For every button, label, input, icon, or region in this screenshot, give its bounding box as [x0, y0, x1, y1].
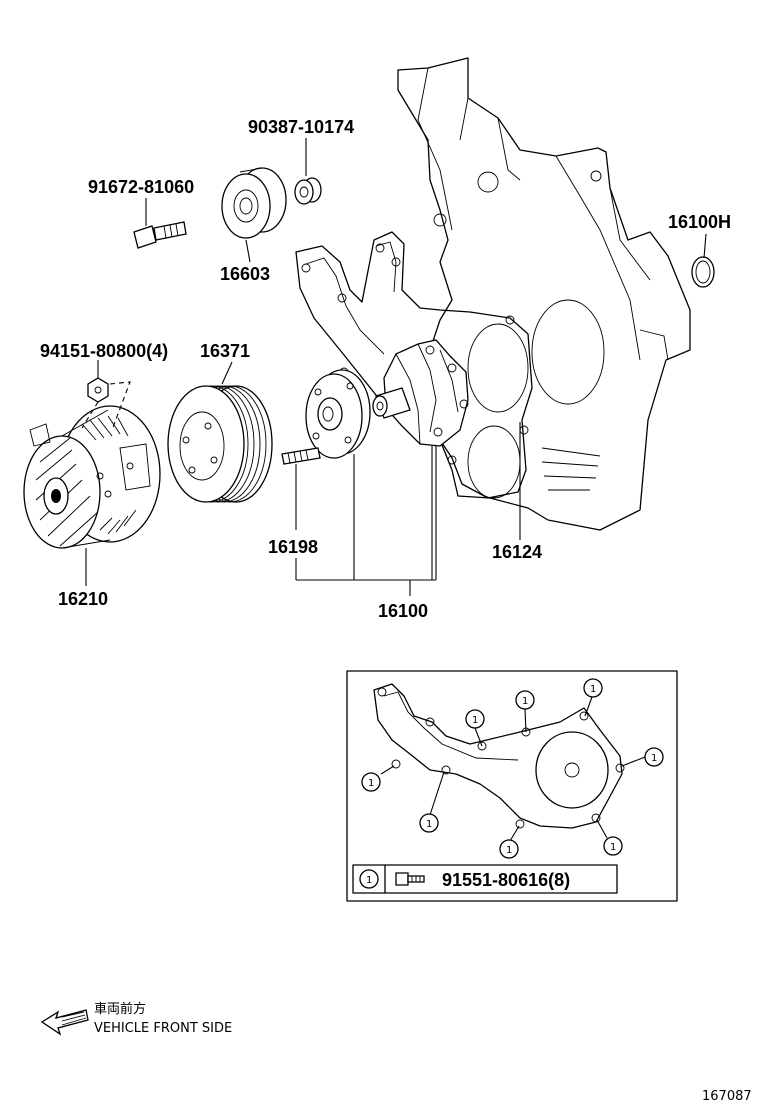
label-16100H: 16100H [668, 212, 731, 232]
svg-text:1: 1 [506, 845, 512, 856]
figure-id: 167087 [702, 1089, 752, 1104]
idler-pulley-16603 [221, 167, 287, 239]
label-16198: 16198 [268, 537, 318, 557]
callout-1-g: 1 [419, 813, 439, 833]
bolt-location-detail: 1 1 1 1 1 1 1 1 1 91551-80616(8) [346, 670, 678, 902]
svg-text:1: 1 [522, 696, 528, 707]
callout-1-e: 1 [603, 836, 623, 856]
svg-text:1: 1 [651, 753, 657, 764]
spacer-90387 [294, 177, 322, 205]
label-16124: 16124 [492, 542, 542, 562]
legend-callout-1: 1 [359, 869, 379, 889]
callout-1-d: 1 [644, 747, 664, 767]
legend-bolt-icon [395, 872, 425, 886]
svg-text:1: 1 [590, 684, 596, 695]
label-94151-80800: 94151-80800(4) [40, 341, 168, 361]
fan-clutch-16210 [23, 405, 161, 549]
callout-1-f: 1 [499, 839, 519, 859]
callout-1-h: 1 [361, 772, 381, 792]
svg-text:1: 1 [472, 715, 478, 726]
callout-1-b: 1 [515, 690, 535, 710]
label-90387-10174: 90387-10174 [248, 117, 354, 137]
svg-text:1: 1 [610, 842, 616, 853]
bolt-91672 [133, 221, 187, 249]
svg-text:1: 1 [368, 778, 374, 789]
vehicle-front-arrow-icon [40, 1009, 89, 1036]
orientation-japanese: 車両前方 [94, 1001, 146, 1017]
orientation-english: VEHICLE FRONT SIDE [94, 1021, 232, 1036]
label-91551-80616: 91551-80616(8) [442, 870, 570, 890]
callout-1-a: 1 [465, 709, 485, 729]
label-16100: 16100 [378, 601, 428, 621]
label-16371: 16371 [200, 341, 250, 361]
label-16210: 16210 [58, 589, 108, 609]
stud-16198 [281, 447, 321, 465]
water-pump-body [372, 339, 469, 447]
nut-94151 [87, 377, 109, 403]
pump-hub-flange [305, 369, 371, 459]
callout-1-c: 1 [583, 678, 603, 698]
svg-text:1: 1 [366, 875, 372, 886]
label-91672-81060: 91672-81060 [88, 177, 194, 197]
svg-text:1: 1 [426, 819, 432, 830]
label-16603: 16603 [220, 264, 270, 284]
pulley-16371 [167, 385, 273, 503]
timing-cover [397, 57, 691, 531]
o-ring-16100H [691, 233, 715, 288]
